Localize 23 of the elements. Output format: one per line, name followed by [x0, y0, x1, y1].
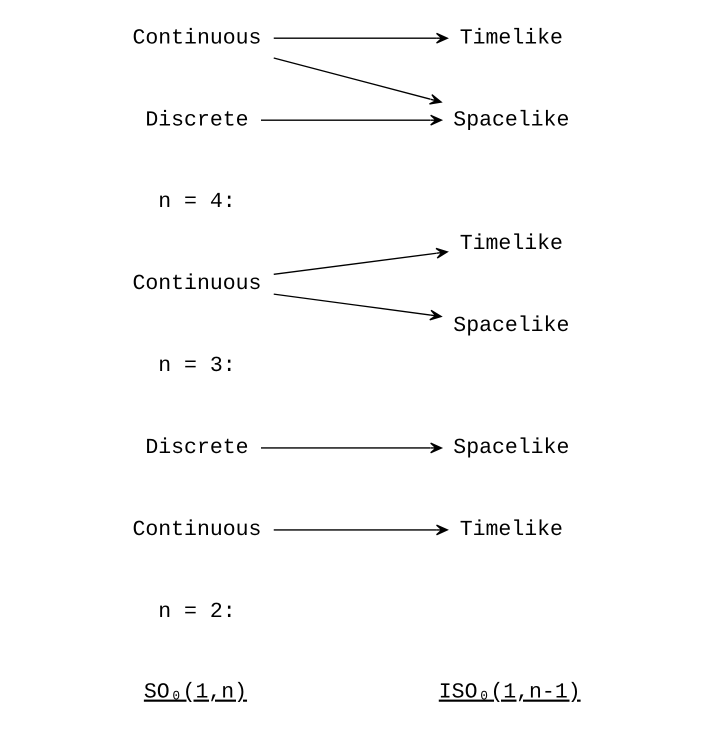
node-text: Spacelike: [453, 314, 570, 338]
label: n = 4:: [158, 190, 236, 214]
node-text: Discrete: [145, 108, 249, 132]
arrow: [274, 248, 448, 275]
arrow: [261, 114, 442, 126]
label: ISO₀(1,n-1): [438, 680, 581, 705]
arrow: [274, 32, 448, 44]
label: n = 3:: [158, 354, 236, 378]
node-text: Continuous: [132, 26, 262, 50]
arrow: [274, 57, 442, 105]
arrow: [274, 524, 448, 536]
node-text: Spacelike: [453, 108, 570, 132]
node-text: Timelike: [460, 518, 563, 542]
node-text: Discrete: [145, 436, 249, 460]
arrow: [261, 442, 442, 454]
node-text: Spacelike: [453, 436, 570, 460]
node-text: Timelike: [460, 26, 563, 50]
node-text: Timelike: [460, 232, 563, 256]
node-text: Continuous: [132, 518, 262, 542]
arrow: [274, 293, 442, 321]
label: n = 2:: [158, 600, 236, 624]
node-text: Continuous: [132, 272, 262, 296]
label: SO₀(1,n): [144, 680, 248, 705]
